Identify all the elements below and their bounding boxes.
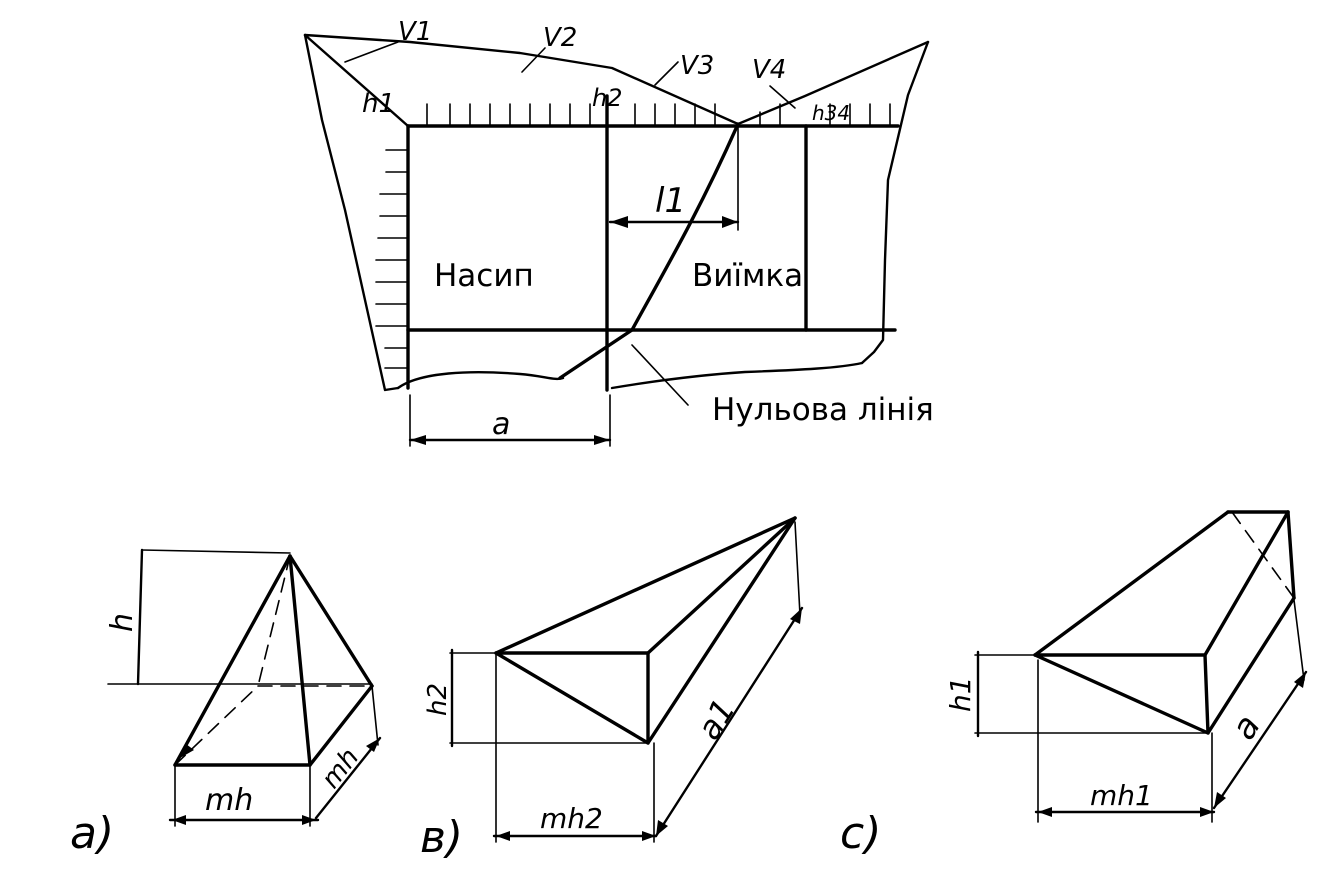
zero-line (558, 122, 740, 380)
wedge-top-long-edge (494, 516, 797, 655)
prism-length-arrow-bottom (1214, 792, 1226, 808)
zero-line-label: Нульова лінія (712, 392, 934, 428)
pyramid-depth-ext (371, 685, 379, 746)
wedge-width-arrow-l (496, 831, 510, 841)
wedge-width-arrow-r (642, 831, 656, 841)
prism-width-arrow-r (1200, 807, 1214, 817)
pyramid-height-ext-top (141, 549, 291, 554)
prism-front-top-edge (1203, 510, 1290, 657)
v3-label: V3 (680, 51, 714, 81)
prism-length-arrow-top (1294, 672, 1306, 688)
a-arrow-right (594, 435, 610, 445)
plan-bottom-boundary (396, 371, 565, 390)
caption-a: a) (70, 808, 114, 859)
h1-label: h1 (362, 89, 395, 119)
a-width-label: a (492, 407, 510, 442)
pyramid-edge-left (173, 554, 292, 767)
solid-b-wedge: h2 mh2 a1 в) (420, 516, 804, 863)
prism-top-left-edge (1033, 510, 1230, 657)
caption-b: в) (420, 812, 463, 863)
pyramid-base-hidden-left (174, 685, 259, 766)
prism-width-label: mh1 (1090, 779, 1153, 812)
plan-view: V1 V2 V3 V4 h1 h2 h34 l1 Насип Виїмка Ну… (303, 17, 934, 447)
caption-c: c) (840, 808, 881, 859)
solid-c-prism: h1 mh1 a c) (840, 510, 1308, 859)
cut-area-label: Виїмка (692, 258, 803, 294)
plan-bottom-boundary-right (610, 361, 864, 390)
grid-left-hatching (375, 149, 409, 369)
prism-height-label: h1 (944, 676, 977, 712)
plan-right-boundary (860, 40, 930, 365)
a-arrow-left (410, 435, 426, 445)
wedge-length-ext (794, 521, 801, 616)
h2-label: h2 (592, 84, 622, 112)
prism-length-label: a (1224, 708, 1269, 747)
prism-front-triangle (1033, 653, 1210, 735)
v1-leader (344, 41, 399, 63)
l1-label: l1 (655, 181, 686, 221)
h34-label: h34 (812, 101, 850, 125)
v2-leader (521, 47, 546, 73)
wedge-width-label: mh2 (540, 802, 603, 835)
v4-label: V4 (752, 55, 786, 85)
pyramid-height-dim (136, 548, 144, 686)
solid-a-pyramid: h mh mh a) (70, 548, 382, 859)
wedge-length-dim (654, 606, 804, 838)
wedge-bottom-long-edge (646, 516, 797, 745)
pyramid-width-arrow-r (302, 815, 316, 825)
v2-label: V2 (543, 23, 577, 53)
plan-left-boundary (303, 33, 400, 392)
pyramid-depth-dim (314, 736, 382, 820)
zero-line-leader (631, 344, 689, 406)
fill-area-label: Насип (434, 258, 534, 294)
v4-leader (769, 85, 796, 109)
grid-top-hatching (426, 103, 891, 127)
prism-length-dim (1212, 670, 1308, 810)
plan-slope-line (303, 33, 410, 128)
pyramid-width-label: mh (205, 783, 253, 818)
pyramid-edge-right (288, 554, 374, 688)
v3-leader (654, 61, 679, 86)
plan-top-boundary (303, 33, 930, 126)
l1-arrow-right (722, 216, 738, 228)
prism-length-ext (1293, 599, 1305, 681)
pyramid-apex-arrow (180, 744, 194, 758)
wedge-height-label: h2 (423, 683, 453, 716)
wedge-front-triangle (494, 651, 650, 745)
pyramid-edge-front (288, 554, 312, 767)
wedge-mid-long-edge (646, 516, 797, 655)
wedge-length-label: a1 (690, 692, 743, 746)
prism-width-arrow-l (1038, 807, 1052, 817)
prism-bottom-long-edge (1206, 596, 1296, 735)
pyramid-edge-hidden (257, 555, 291, 687)
pyramid-width-arrow-l (172, 815, 186, 825)
prism-right-back-edge (1286, 510, 1296, 600)
wedge-length-arrow-top (790, 608, 802, 624)
pyramid-height-label: h (105, 613, 140, 632)
l1-arrow-left (610, 216, 628, 228)
wedge-length-arrow-bottom (656, 820, 668, 836)
pyramid-depth-arrow (366, 738, 380, 752)
prism-hidden-edge (1231, 511, 1295, 599)
v1-label: V1 (398, 17, 432, 47)
